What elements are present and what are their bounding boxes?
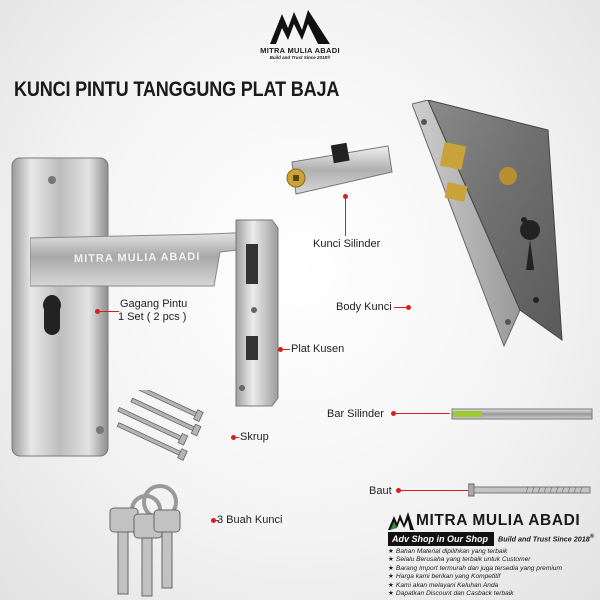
page-title: KUNCI PINTU TANGGUNG PLAT BAJA bbox=[14, 78, 340, 101]
callout-line-plat bbox=[282, 349, 290, 350]
label-gagang-pintu: Gagang Pintu bbox=[120, 298, 188, 310]
list-item: ★Selalu Berusaha yang terbaik untuk Cust… bbox=[388, 556, 531, 564]
label-bar-silinder: Bar Silinder bbox=[327, 408, 384, 420]
list-item: ★Harga kami berikan yang Kompetitif bbox=[388, 573, 501, 581]
callout-dot-body bbox=[406, 305, 411, 310]
callout-dot-baut bbox=[396, 488, 401, 493]
callout-dot-gagang bbox=[95, 309, 100, 314]
callout-dot-kunci bbox=[211, 518, 216, 523]
list-item: ★Dapatkan Discount dan Casback terbaik bbox=[388, 590, 514, 598]
star-icon: ★ bbox=[388, 590, 394, 598]
callout-dot-skrup bbox=[231, 435, 236, 440]
star-icon: ★ bbox=[388, 573, 394, 581]
shop-panel: MITRA MULIA ABADI Adv Shop in Our Shop B… bbox=[388, 508, 594, 598]
handle-watermark: MITRA MULIA ABADI bbox=[73, 250, 201, 266]
list-item: ★Barang Import termurah dan juga tersedi… bbox=[388, 564, 562, 572]
star-icon: ★ bbox=[388, 581, 394, 589]
shop-bullet-list: ★Bahan Material dipilihkan yang terbaik … bbox=[388, 548, 594, 598]
list-item: ★Kami akan melayani Keluhan Anda bbox=[388, 581, 499, 589]
callout-line-skrup bbox=[235, 437, 239, 438]
brand-logo: MITRA MULIA ABADI Build and Trust Since … bbox=[255, 6, 345, 66]
callout-dot-plat bbox=[278, 347, 283, 352]
callout-line-silinder bbox=[345, 196, 346, 236]
list-item: ★Bahan Material dipilihkan yang terbaik bbox=[388, 548, 508, 555]
label-kunci-silinder: Kunci Silinder bbox=[313, 238, 381, 250]
mountain-logo-icon bbox=[270, 10, 330, 44]
shop-tagline-row: Adv Shop in Our Shop Build and Trust Sin… bbox=[388, 532, 594, 546]
keys bbox=[109, 484, 181, 597]
strike-plate bbox=[235, 219, 279, 407]
shop-since: Build and Trust Since 2018® bbox=[498, 534, 595, 544]
callout-dot-silinder bbox=[343, 194, 348, 199]
shop-brand-name: MITRA MULIA ABADI bbox=[416, 512, 581, 529]
cylinder-bar bbox=[451, 408, 593, 420]
label-body-kunci: Body Kunci bbox=[336, 301, 392, 313]
callout-line-bar bbox=[395, 413, 450, 414]
door-handle-plate bbox=[11, 157, 109, 457]
brand-tagline: Build and Trust Since 2018® bbox=[269, 55, 331, 60]
star-icon: ★ bbox=[388, 548, 394, 555]
shop-adv-badge: Adv Shop in Our Shop bbox=[388, 532, 494, 546]
shop-logo-icon bbox=[388, 512, 414, 530]
callout-line-baut bbox=[400, 490, 470, 491]
callout-line-body bbox=[394, 307, 408, 308]
callout-line-kunci bbox=[215, 520, 219, 521]
shop-brand-row: MITRA MULIA ABADI bbox=[388, 508, 594, 530]
callout-dot-bar bbox=[391, 411, 396, 416]
label-3-buah-kunci: 3 Buah Kunci bbox=[217, 514, 283, 526]
star-icon: ★ bbox=[388, 556, 394, 564]
label-gagang-set: 1 Set ( 2 pcs ) bbox=[118, 311, 187, 323]
label-skrup: Skrup bbox=[240, 431, 269, 443]
cylinder-lock bbox=[286, 142, 393, 195]
star-icon: ★ bbox=[388, 564, 394, 572]
label-baut: Baut bbox=[369, 485, 392, 497]
callout-line-gagang bbox=[99, 311, 119, 312]
bolt bbox=[468, 483, 591, 497]
screws bbox=[116, 390, 204, 461]
mortise-lock-body bbox=[412, 100, 563, 348]
brand-name: MITRA MULIA ABADI bbox=[260, 46, 340, 55]
label-plat-kusen: Plat Kusen bbox=[291, 343, 345, 355]
